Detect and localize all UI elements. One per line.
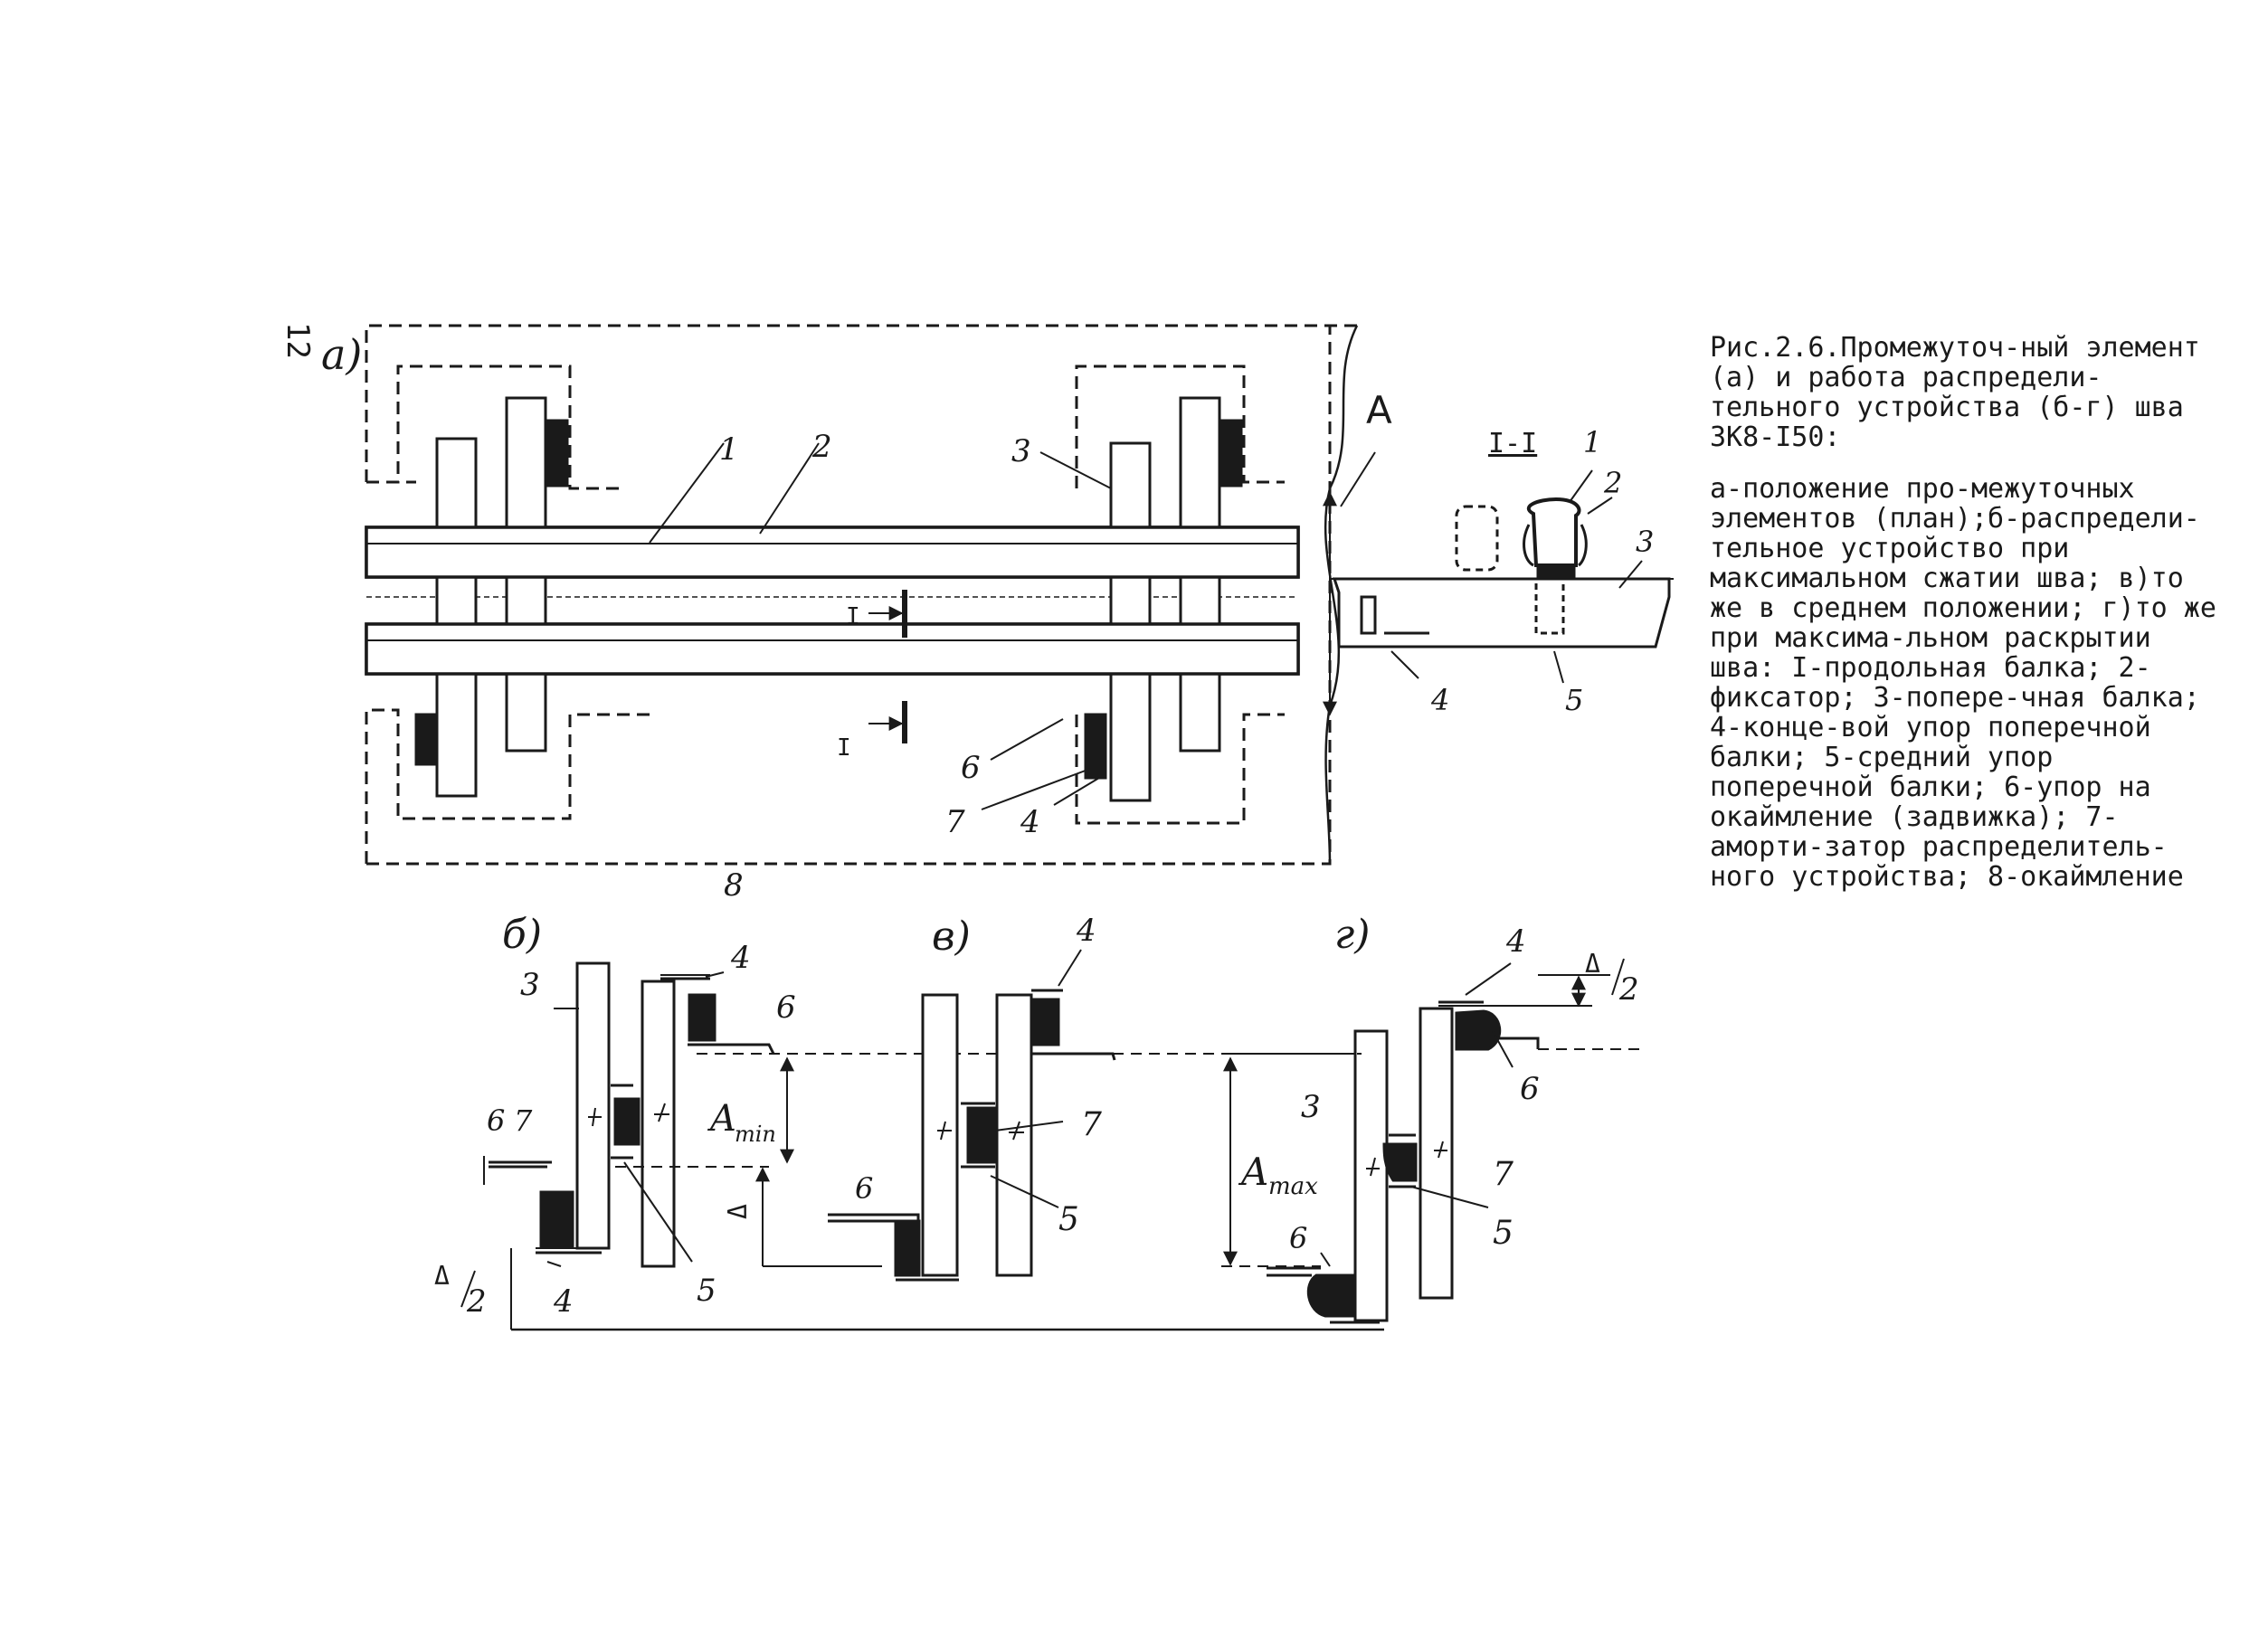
damper-v-top [1030,998,1060,1046]
label-6-a: 6 [961,750,981,786]
label-1-a: 1 [719,431,739,468]
label-4-s: 4 [1430,683,1449,717]
label-3-a: 3 [1011,433,1031,469]
label-8-a: 8 [724,867,744,904]
label-3-b: 3 [520,967,540,1003]
damper-v-mid [966,1106,997,1164]
label-2-a: 2 [811,429,832,465]
damper-bottom-right [1084,713,1107,780]
label-6-v: 6 [855,1171,873,1206]
label-5-v: 5 [1058,1201,1079,1238]
damper-g-top [1455,1009,1502,1051]
label-3-s: 3 [1636,525,1654,559]
label-2-s: 2 [1603,466,1622,500]
label-6-b-left: 6 [487,1103,505,1138]
panel-a-plan [365,324,1376,866]
label-panel-g: г) [1334,912,1370,958]
transverse-beam-l1 [435,437,478,798]
transverse-beam-v1 [921,993,959,1277]
label-3-g: 3 [1301,1089,1321,1125]
label-4-v: 4 [1076,913,1096,949]
label-6-g-bottom: 6 [1289,1221,1307,1255]
label-7-g: 7 [1493,1156,1514,1193]
label-panel-b: б) [502,912,542,958]
label-sec-mark-top: І [846,603,860,630]
fixator-dashed [1455,505,1499,572]
transverse-beam-section [1332,577,1671,649]
label-delta-half-g: Δ [1585,949,1600,979]
label-delta-b: Δ [723,1204,753,1219]
end-stop-section [1360,595,1377,635]
pocket-left-top [366,365,624,490]
label-a-max: A [1238,1150,1268,1194]
label-6-b-top: 6 [776,989,796,1026]
section-i-i [1330,469,1674,684]
panel-v-middle [828,949,1116,1282]
label-7-a: 7 [945,804,965,840]
damper-v-bottom [894,1219,921,1277]
label-4-b-bottom: 4 [553,1283,574,1320]
figure-caption: Рис.2.6.Промежуточ-ный элемент (а) и раб… [1710,333,2216,892]
damper-b-bottom [539,1190,574,1248]
label-dim-a: А [1366,388,1392,432]
label-a-max-sub: max [1268,1173,1318,1200]
transverse-beam-b2 [641,980,676,1268]
pocket-left-bottom [365,708,651,864]
label-a-min: A [707,1098,736,1140]
label-5-g: 5 [1493,1215,1514,1252]
damper-b-mid [613,1097,641,1146]
transverse-beam-g2 [1419,1007,1454,1300]
label-1-s: 1 [1583,425,1601,459]
panel-b-max-compression [483,961,1384,1331]
damper-g-bottom [1306,1273,1354,1318]
label-7-b-left: 7 [514,1103,533,1138]
label-7-v: 7 [1081,1106,1102,1143]
damper-g-mid [1382,1142,1418,1182]
label-5-s: 5 [1565,683,1583,717]
label-half-b: 2 [466,1283,487,1320]
page-number: 12 [280,322,316,359]
transverse-beam-b1 [575,961,611,1250]
damper-b-top [688,993,716,1042]
pocket-right-bottom [1075,713,1285,825]
label-section: І-І [1488,428,1537,459]
label-6-g-top: 6 [1520,1071,1540,1107]
label-panel-a: а) [321,330,362,379]
label-4-a: 4 [1020,804,1040,840]
panel-g-max-opening [1221,962,1646,1324]
caption-body: а-положение про-межуточных элементов (пл… [1710,473,2216,893]
longitudinal-beam-section [1526,497,1581,567]
label-half-g: 2 [1618,971,1639,1008]
label-a-min-sub: min [735,1122,776,1147]
transverse-beam-r1 [1109,441,1152,802]
damper-top-left [546,419,569,488]
label-4-g: 4 [1505,923,1526,960]
label-panel-v: в) [932,914,971,960]
pocket-right-top [1075,365,1285,488]
label-sec-mark-bottom: І [837,734,851,762]
damper-bottom-left [414,713,438,766]
label-5-b: 5 [697,1273,716,1309]
label-delta-half-b: Δ [434,1261,450,1291]
caption-title: Рис.2.6.Промежуточ-ный элемент (а) и раб… [1710,332,2200,453]
damper-top-right [1219,419,1243,488]
label-4-b-top: 4 [730,940,751,976]
